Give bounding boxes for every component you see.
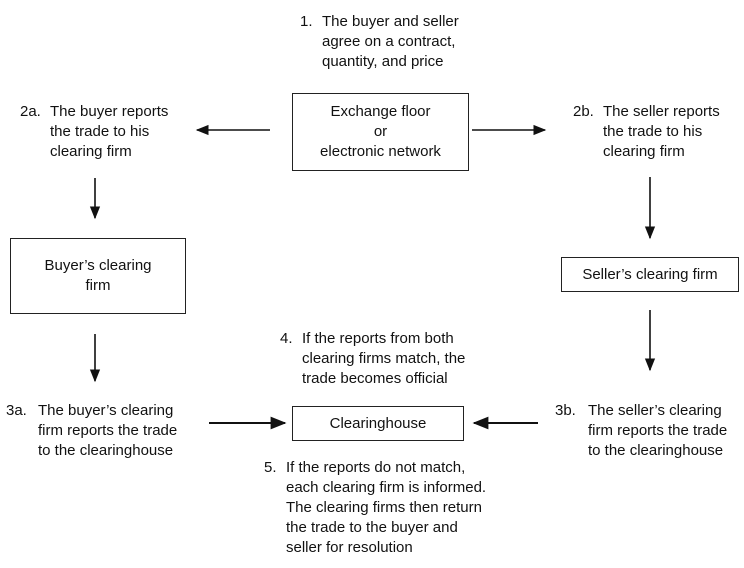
step-5-line-2: each clearing firm is informed. [286,479,487,496]
step-3a-line-3: to the clearinghouse [38,442,174,459]
step-4-line-2: clearing firms match, the [302,350,466,367]
step-2b-line-2: the trade to his [603,123,703,140]
step-4-line-3: trade becomes official [302,370,448,387]
step-1-number: 1. [300,13,313,30]
step-5-line-4: the trade to the buyer and [286,519,458,536]
step-3b: 3b. The seller’s clearing firm reports t… [555,401,727,461]
exchange-box: Exchange floor or electronic network [292,93,469,171]
step-2a-line-2: the trade to his [50,123,150,140]
buyer-clearing-firm-line-1: Buyer’s clearing [44,257,152,274]
step-2b-line-1: The seller reports [603,103,720,120]
step-4-line-1: If the reports from both [302,330,454,347]
exchange-box-line-3: electronic network [320,143,441,160]
step-5-number: 5. [264,459,277,476]
step-2b-number: 2b. [573,103,594,120]
step-3b-number: 3b. [555,402,576,419]
step-2a-line-3: clearing firm [50,143,132,160]
step-2b-line-3: clearing firm [603,143,685,160]
exchange-box-line-2: or [373,123,388,140]
step-2a: 2a. The buyer reports the trade to his c… [20,102,168,162]
step-3b-line-3: to the clearinghouse [588,442,724,459]
buyer-clearing-firm-box: Buyer’s clearing firm [10,238,186,314]
step-2a-number: 2a. [20,103,41,120]
step-3a-line-2: firm reports the trade [38,422,178,439]
clearinghouse-box: Clearinghouse [292,406,464,441]
seller-clearing-firm-box: Seller’s clearing firm [561,257,739,292]
step-2a-line-1: The buyer reports [50,103,169,120]
step-4: 4. If the reports from both clearing fir… [280,329,465,389]
step-5-line-3: The clearing firms then return [286,499,482,516]
exchange-box-line-1: Exchange floor [330,103,431,120]
clearinghouse-line-1: Clearinghouse [329,414,427,432]
step-3b-line-1: The seller’s clearing [588,402,722,419]
step-1-line-1: The buyer and seller [322,13,459,30]
step-5-line-5: seller for resolution [286,539,413,556]
step-3a-line-1: The buyer’s clearing [38,402,174,419]
step-1-line-3: quantity, and price [322,53,444,70]
seller-clearing-firm-line-1: Seller’s clearing firm [582,265,718,283]
step-2b: 2b. The seller reports the trade to his … [573,102,720,162]
step-3a-number: 3a. [6,402,27,419]
step-4-number: 4. [280,330,293,347]
step-1-line-2: agree on a contract, [322,33,456,50]
step-1: 1. The buyer and seller agree on a contr… [300,12,459,72]
step-5-line-1: If the reports do not match, [286,459,466,476]
buyer-clearing-firm-line-2: firm [85,277,111,294]
step-3b-line-2: firm reports the trade [588,422,728,439]
step-3a: 3a. The buyer’s clearing firm reports th… [6,401,177,461]
step-5: 5. If the reports do not match, each cle… [264,458,486,558]
